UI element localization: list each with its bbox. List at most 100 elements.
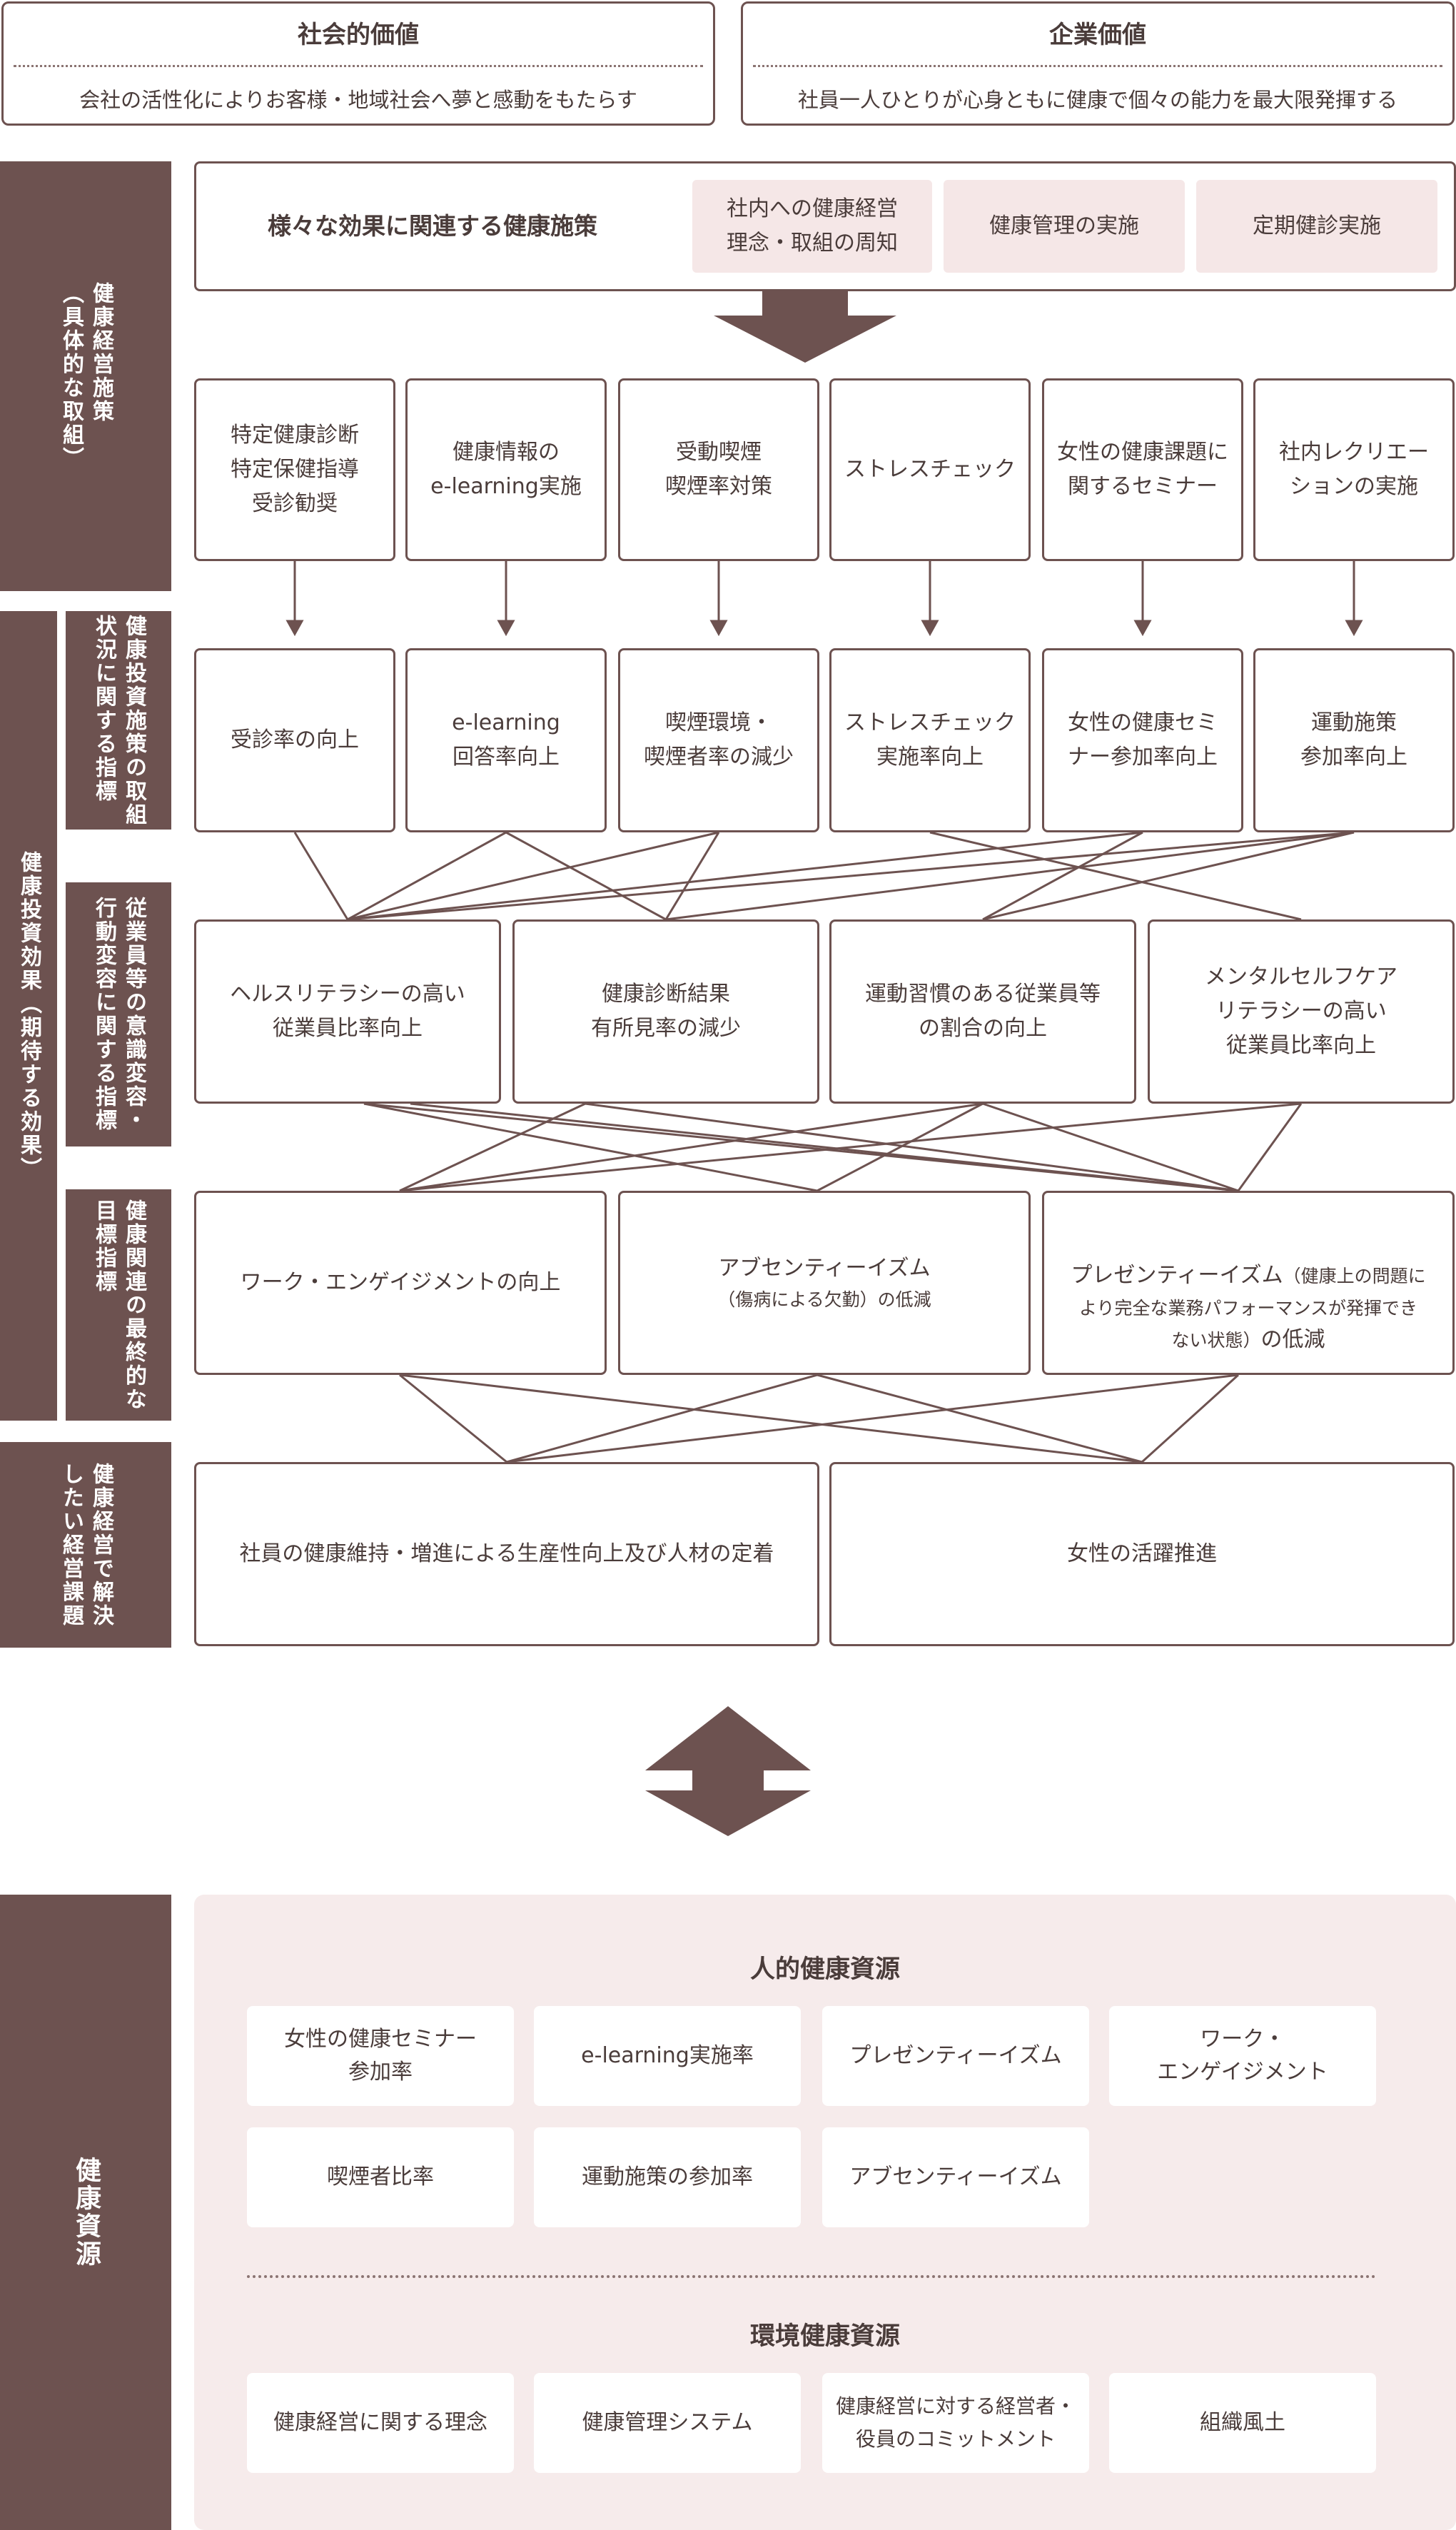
top-measure-item-label: 社内への健康経営 理念・取組の周知	[727, 196, 898, 256]
side-label-measures: 健康経営施策 （具体的な取組）	[0, 161, 171, 591]
resource-label: ワーク・ エンゲイジメント	[1157, 2027, 1328, 2085]
behavior-indicator-label: 運動習慣のある従業員等 の割合の向上	[865, 982, 1101, 1041]
measure-box: ストレスチェック	[829, 378, 1031, 561]
side-label-measures-text: 健康経営施策 （具体的な取組）	[59, 282, 113, 470]
resource-card: 組織風土	[1109, 2373, 1376, 2473]
top-measure-item: 定期健診実施	[1196, 180, 1437, 273]
human-resources-title: 人的健康資源	[749, 1955, 900, 1984]
measure-box: 受動喫煙 喫煙率対策	[618, 378, 819, 561]
side-label-initiative-indicators: 健康投資施策の取組 状況に関する指標	[66, 611, 171, 830]
measure-box: 社内レクリエー ションの実施	[1253, 378, 1455, 561]
measure-box: 女性の健康課題に 関するセミナー	[1042, 378, 1243, 561]
final-indicator-absenteeism: アブセンティーイズム （傷病による欠勤）の低減	[618, 1191, 1031, 1375]
resource-card: アブセンティーイズム	[822, 2127, 1089, 2227]
presenteeism-suffix: の低減	[1260, 1327, 1325, 1352]
behavior-indicator-label: メンタルセルフケア リテラシーの高い 従業員比率向上	[1205, 964, 1397, 1058]
presenteeism-note: （健康上の問題に より完全な業務パフォーマンスが発揮でき ない状態）	[1078, 1266, 1426, 1351]
side-label-final-indicators: 健康関連の最終的な 目標指標	[66, 1189, 171, 1421]
issue-label: 社員の健康維持・増進による生産性向上及び人材の定着	[239, 1541, 774, 1566]
side-label-resources: 健康資源	[0, 1895, 171, 2530]
measure-box: 健康情報の e-learning実施	[405, 378, 607, 561]
top-measure-item: 健康管理の実施	[944, 180, 1185, 273]
resource-label: プレゼンティーイズム	[849, 2043, 1062, 2068]
issue-label: 女性の活躍推進	[1067, 1541, 1217, 1566]
divider	[753, 65, 1442, 67]
resource-label: 組織風土	[1200, 2410, 1285, 2435]
final-indicator-engagement-label: ワーク・エンゲイジメントの向上	[240, 1270, 561, 1295]
initiative-indicator-box: e-learning 回答率向上	[405, 648, 607, 832]
measure-label: 社内レクリエー ションの実施	[1279, 440, 1429, 499]
resource-label: 運動施策の参加率	[582, 2164, 753, 2189]
corporate-value-box: 企業価値 社員一人ひとりが心身ともに健康で個々の能力を最大限発揮する	[741, 1, 1455, 126]
top-measure-item-label: 健康管理の実施	[989, 213, 1139, 238]
side-label-behavior-indicators: 従業員等の意識変容・ 行動変容に関する指標	[66, 882, 171, 1146]
top-measure-item: 社内への健康経営 理念・取組の周知	[692, 180, 932, 273]
initiative-indicator-label: e-learning 回答率向上	[452, 710, 560, 770]
resource-label: e-learning実施率	[581, 2043, 754, 2068]
resource-card: 女性の健康セミナー 参加率	[247, 2006, 514, 2106]
measure-label: 女性の健康課題に 関するセミナー	[1057, 440, 1228, 499]
social-value-title: 社会的価値	[298, 21, 419, 49]
connector-layer	[285, 291, 1363, 1836]
resource-card: 運動施策の参加率	[534, 2127, 801, 2227]
behavior-indicator-box: ヘルスリテラシーの高い 従業員比率向上	[194, 919, 501, 1104]
initiative-indicator-box: ストレスチェック 実施率向上	[829, 648, 1031, 832]
initiative-indicator-box: 女性の健康セミ ナー参加率向上	[1042, 648, 1243, 832]
final-issue-lines	[399, 1374, 1240, 1463]
resource-label: 健康経営に関する理念	[273, 2410, 487, 2435]
resource-label: アブセンティーイズム	[849, 2164, 1062, 2189]
social-value-box: 社会的価値 会社の活性化によりお客様・地域社会へ夢と感動をもたらす	[1, 1, 715, 126]
env-resources-title: 環境健康資源	[749, 2322, 900, 2351]
double-arrow	[645, 1706, 811, 1836]
corporate-value-desc: 社員一人ひとりが心身ともに健康で個々の能力を最大限発揮する	[797, 88, 1398, 112]
top-measures-label: 様々な効果に関連する健康施策	[268, 212, 597, 240]
top-measure-item-label: 定期健診実施	[1253, 213, 1381, 238]
initiative-indicator-box: 喫煙環境・ 喫煙者率の減少	[618, 648, 819, 832]
side-label-resources-text: 健康資源	[71, 2157, 101, 2268]
behavior-indicator-box: 運動習慣のある従業員等 の割合の向上	[829, 919, 1136, 1104]
measure-label: 健康情報の e-learning実施	[430, 440, 582, 499]
measure-box: 特定健康診断 特定保健指導 受診勧奨	[194, 378, 395, 561]
behavior-final-lines	[363, 1102, 1303, 1192]
initiative-indicator-label: ストレスチェック 実施率向上	[844, 710, 1016, 770]
resource-card: 健康管理システム	[534, 2373, 801, 2473]
issue-box: 社員の健康維持・増進による生産性向上及び人材の定着	[194, 1462, 819, 1646]
initiative-behavior-lines	[293, 831, 1355, 921]
presenteeism-title: プレゼンティーイズム	[1071, 1263, 1283, 1288]
resources-divider	[247, 2275, 1376, 2278]
behavior-indicator-label: ヘルスリテラシーの高い 従業員比率向上	[230, 982, 465, 1041]
resource-label: 健康管理システム	[582, 2410, 753, 2435]
side-label-initiative-text: 健康投資施策の取組 状況に関する指標	[91, 614, 146, 827]
final-indicator-engagement: ワーク・エンゲイジメントの向上	[194, 1191, 607, 1375]
behavior-indicator-label: 健康診断結果 有所見率の減少	[591, 982, 741, 1041]
resource-label: 健康経営に対する経営者・ 役員のコミットメント	[835, 2394, 1076, 2451]
measure-label: ストレスチェック	[844, 457, 1016, 482]
initiative-indicator-box: 運動施策 参加率向上	[1253, 648, 1455, 832]
issue-box: 女性の活躍推進	[829, 1462, 1455, 1646]
resource-card: 健康経営に関する理念	[247, 2373, 514, 2473]
divider	[14, 65, 703, 67]
side-label-issues: 健康経営で解決 したい経営課題	[0, 1442, 171, 1648]
side-label-final-text: 健康関連の最終的な 目標指標	[91, 1199, 146, 1411]
initiative-indicator-box: 受診率の向上	[194, 648, 395, 832]
big-down-arrow	[714, 291, 896, 363]
final-indicator-presenteeism: プレゼンティーイズム（健康上の問題に より完全な業務パフォーマンスが発揮でき な…	[1042, 1191, 1455, 1375]
absenteeism-subtitle: （傷病による欠勤）の低減	[717, 1289, 931, 1310]
resource-card: プレゼンティーイズム	[822, 2006, 1089, 2106]
resource-label: 喫煙者比率	[327, 2164, 434, 2189]
initiative-indicator-label: 受診率の向上	[231, 727, 359, 752]
absenteeism-title: アブセンティーイズム	[718, 1256, 931, 1281]
side-label-effect-text: 健康投資効果（期待する効果）	[16, 851, 41, 1181]
resource-card: 健康経営に対する経営者・ 役員のコミットメント	[822, 2373, 1089, 2473]
measure-label: 特定健康診断 特定保健指導 受診勧奨	[231, 423, 359, 516]
social-value-desc: 会社の活性化によりお客様・地域社会へ夢と感動をもたらす	[79, 88, 637, 112]
resource-card: e-learning実施率	[534, 2006, 801, 2106]
measure-arrows	[285, 561, 1363, 637]
measure-label: 受動喫煙 喫煙率対策	[665, 440, 772, 499]
resource-card: ワーク・ エンゲイジメント	[1109, 2006, 1376, 2106]
side-label-issues-text: 健康経営で解決 したい経営課題	[59, 1462, 113, 1628]
initiative-indicator-label: 女性の健康セミ ナー参加率向上	[1068, 710, 1218, 770]
resource-label: 女性の健康セミナー 参加率	[284, 2027, 477, 2085]
corporate-value-title: 企業価値	[1049, 21, 1146, 49]
initiative-indicator-label: 運動施策 参加率向上	[1300, 710, 1407, 770]
